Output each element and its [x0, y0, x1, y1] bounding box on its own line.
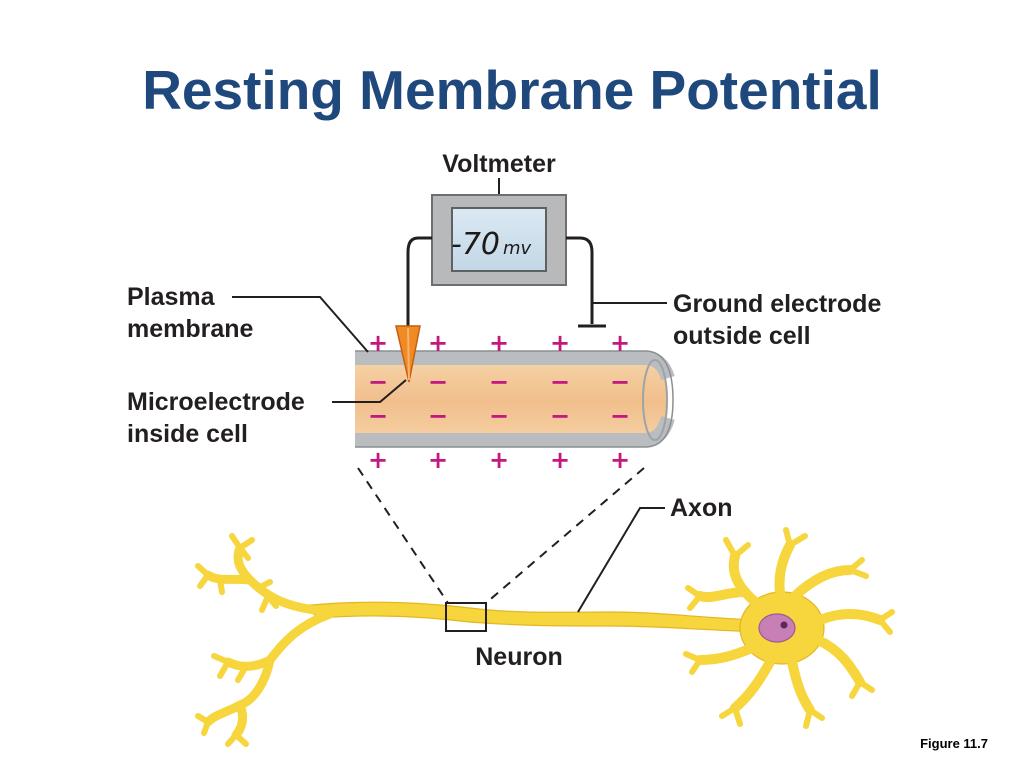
- outside-charges-bottom: + + + + +: [368, 446, 630, 474]
- positive-charge: +: [489, 446, 509, 474]
- outside-charges-top: + + + + +: [368, 329, 630, 357]
- axon-terminal-tips: [195, 533, 279, 747]
- slide-title: Resting Membrane Potential: [142, 59, 882, 121]
- positive-charge: +: [610, 329, 630, 357]
- neuron-label: Neuron: [475, 643, 563, 671]
- nucleolus: [780, 621, 788, 629]
- positive-charge: +: [550, 446, 570, 474]
- voltmeter-display: [451, 207, 547, 272]
- ground-wire: [566, 236, 594, 324]
- voltmeter-unit: mv: [503, 238, 532, 259]
- voltmeter-reading: -70: [451, 227, 500, 262]
- zoom-box: [445, 602, 487, 632]
- plasma-membrane-label-line1: Plasma: [127, 283, 216, 311]
- negative-charge: −: [550, 368, 570, 396]
- plasma-membrane-leader: [232, 296, 369, 353]
- negative-charge: −: [610, 368, 630, 396]
- negative-charge: −: [428, 402, 448, 430]
- negative-charge: −: [489, 368, 509, 396]
- neuron: [195, 527, 895, 747]
- dendrites: [695, 540, 885, 715]
- dendrite-tips: [683, 527, 895, 729]
- axon-segment-end: [642, 359, 668, 441]
- negative-charge: −: [610, 402, 630, 430]
- inside-charges: − − − − − − − − − −: [368, 368, 630, 430]
- positive-charge: +: [489, 329, 509, 357]
- positive-charge: +: [428, 446, 448, 474]
- ground-electrode-label-line2: outside cell: [673, 322, 811, 350]
- negative-charge: −: [489, 402, 509, 430]
- microelectrode-wire: [406, 236, 432, 330]
- positive-charge: +: [428, 329, 448, 357]
- negative-charge: −: [368, 402, 388, 430]
- positive-charge: +: [368, 329, 388, 357]
- microelectrode-label-line2: inside cell: [127, 420, 248, 448]
- axon-segment-interior: [355, 358, 668, 446]
- voltmeter-label: Voltmeter: [442, 150, 556, 178]
- microelectrode-highlight: [407, 327, 410, 381]
- negative-charge: −: [368, 368, 388, 396]
- ground-electrode-label-line1: Ground electrode: [673, 290, 881, 318]
- positive-charge: +: [368, 446, 388, 474]
- positive-charge: +: [610, 446, 630, 474]
- plasma-membrane-label-line2: membrane: [127, 315, 254, 343]
- microelectrode-label-line1: Microelectrode: [127, 388, 305, 416]
- axon-terminals: [203, 543, 335, 740]
- plasma-membrane-bottom: [355, 415, 675, 447]
- positive-charge: +: [550, 329, 570, 357]
- zoom-line-left: [357, 467, 449, 604]
- axon-leader: [577, 507, 665, 613]
- nucleus: [758, 613, 796, 643]
- axon-segment-outline: [355, 350, 674, 448]
- axon-label: Axon: [670, 494, 733, 522]
- negative-charge: −: [550, 402, 570, 430]
- zoom-line-right: [485, 467, 645, 604]
- microelectrode-leader: [332, 379, 407, 403]
- negative-charge: −: [428, 368, 448, 396]
- figure-reference: Figure 11.7: [920, 736, 988, 751]
